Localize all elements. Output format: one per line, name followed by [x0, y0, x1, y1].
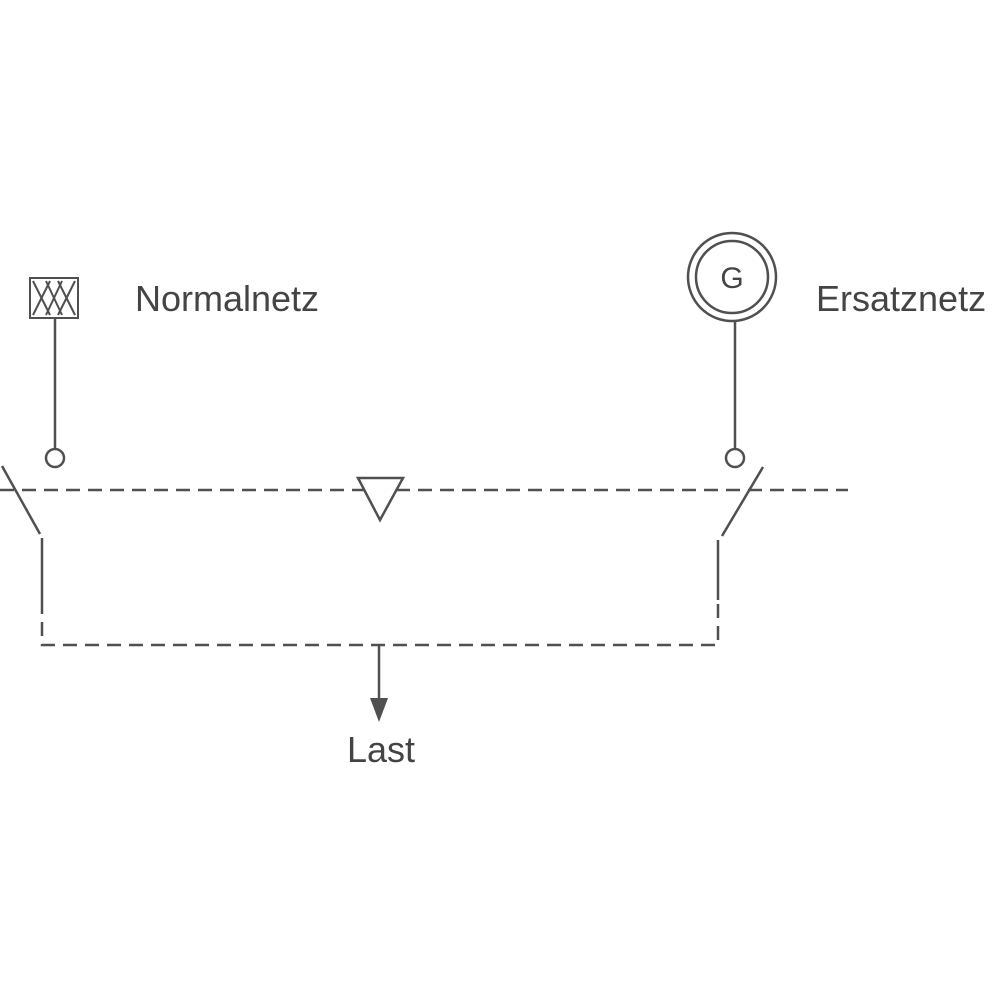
load-label: Last	[347, 729, 415, 770]
arrow-down-icon	[370, 645, 388, 722]
output-bus-line	[40, 600, 720, 647]
normal-switch-contact-icon	[0, 465, 44, 600]
generator-symbol-letter: G	[720, 262, 743, 295]
generator-icon: G	[686, 231, 778, 323]
triangle-icon	[355, 476, 406, 523]
backup-supply-contact-terminal	[724, 447, 746, 469]
normal-supply-label: Normalnetz	[135, 278, 319, 319]
backup-switch-contact-icon	[716, 466, 765, 600]
normal-supply-contact-terminal	[44, 447, 66, 469]
grid-supply-icon	[29, 277, 79, 319]
backup-supply-label: Ersatznetz	[816, 278, 986, 319]
